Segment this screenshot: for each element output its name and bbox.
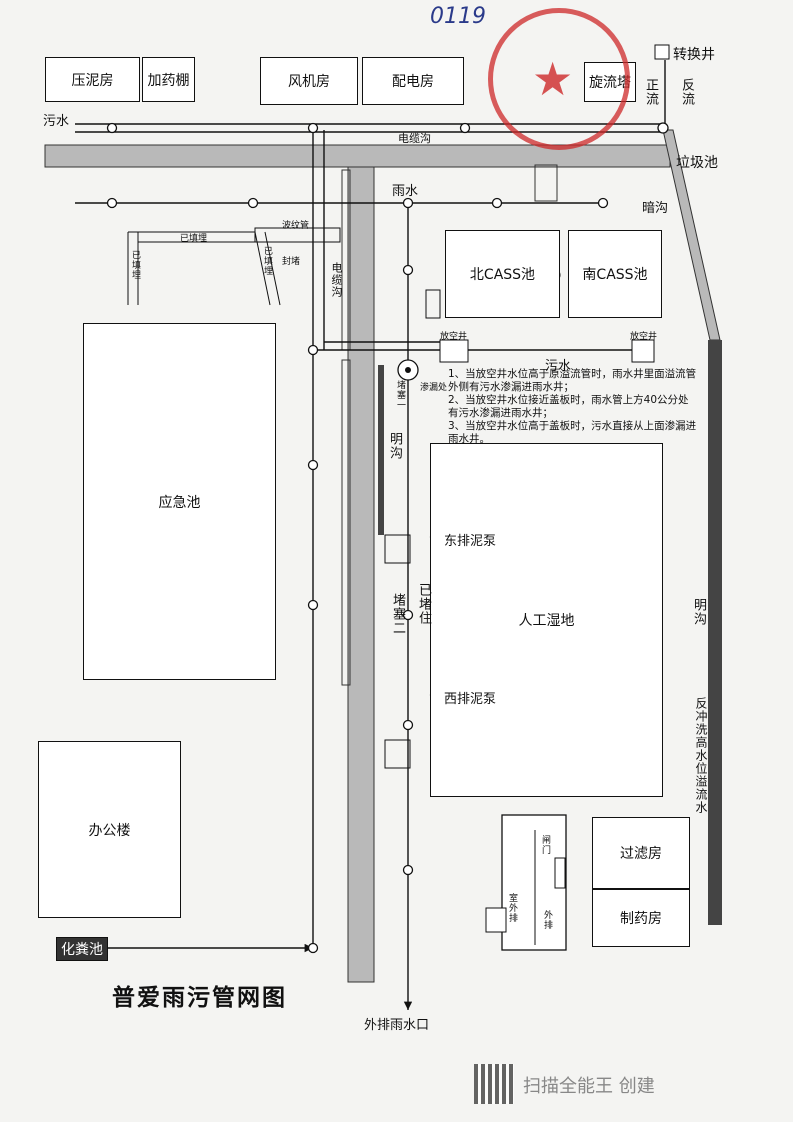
plug-two-label: 堵塞二: [390, 593, 405, 635]
note-item: 3、当放空井水位高于盖板时，污水直接从上面渗漏进雨水井。: [448, 420, 697, 445]
official-seal: [488, 8, 630, 150]
outfall-label: 外排雨水口: [364, 1018, 430, 1033]
cable-trench-horizontal: [44, 144, 671, 168]
filter-room: 过滤房: [592, 817, 690, 889]
cable-trench-vertical: [347, 166, 375, 983]
septic-tank: 化粪池: [56, 937, 108, 961]
ladder-top-right: [534, 164, 558, 202]
dosing-shed: 加药棚: [142, 57, 195, 102]
artificial-wetland: 人工湿地: [430, 443, 663, 797]
leak-notes: 1、当放空井水位高于原溢流管时，雨水井里面溢流管外侧有污水渗漏进雨水井； 2、当…: [448, 368, 698, 446]
note-item: 1、当放空井水位高于原溢流管时，雨水井里面溢流管外侧有污水渗漏进雨水井；: [448, 368, 697, 393]
open-ditch-left-label: 明沟: [387, 432, 402, 460]
right-open-ditch: [708, 340, 722, 925]
diagram-title: 普爱雨污管网图: [112, 985, 287, 1011]
note-item: 2、当放空井水位接近盖板时，雨水管上方40公分处有污水渗漏进雨水井；: [448, 394, 689, 419]
gate-label: 闸门: [540, 835, 550, 855]
south-cass-pool: 南CASS池: [568, 230, 662, 318]
reverse-flow-label: 反流: [679, 78, 694, 106]
sludge-press-room: 压泥房: [45, 57, 140, 102]
open-ditch-right-label: 明沟: [691, 598, 706, 626]
transfer-well-label: 转换井: [673, 47, 715, 63]
vent-well-label-2: 放空井: [630, 332, 658, 342]
cable-trench-label: 电缆沟: [398, 132, 431, 145]
sewage-label-left: 污水: [43, 114, 70, 129]
qr-code-icon: [474, 1064, 514, 1104]
ladder-lower: [341, 359, 351, 686]
scanner-watermark: 扫描全能王 创建: [523, 1076, 655, 1097]
corrugated-pipe-label: 波纹管: [282, 221, 310, 231]
handwritten-note: 0119: [430, 4, 486, 29]
filled-label-3: 已填埋: [262, 246, 272, 276]
north-cass-pool: 北CASS池: [445, 230, 560, 318]
pharmacy-room: 制药房: [592, 889, 690, 947]
blocked-label: 已堵住: [416, 583, 431, 625]
plug-one-label: 堵塞一: [395, 380, 405, 410]
garbage-pool-label: 垃圾池: [676, 155, 718, 171]
outside-drain-label: 外排: [542, 910, 552, 930]
filled-label-2: 已填埋: [130, 250, 140, 280]
blower-room: 风机房: [260, 57, 358, 105]
filled-label-1: 已填埋: [180, 234, 208, 244]
leak-point-label: 渗漏处: [420, 383, 448, 393]
sewage-label-mid: 污水: [545, 359, 572, 374]
forward-flow-label: 正流: [643, 78, 658, 106]
rain-label: 雨水: [392, 184, 419, 199]
east-pump-label: 东排泥泵: [444, 534, 497, 549]
hidden-ditch-label: 暗沟: [642, 201, 669, 216]
seal-label: 封堵: [282, 257, 301, 267]
cable-trench-vertical-label: 电缆沟: [330, 262, 343, 298]
seal-star-icon: ★: [532, 52, 574, 106]
left-open-ditch: [378, 365, 384, 535]
emergency-pool: 应急池: [83, 323, 276, 680]
outside-pump-label: 室外排: [507, 893, 517, 923]
vent-well-label-1: 放空井: [440, 332, 468, 342]
office-building: 办公楼: [38, 741, 181, 918]
backwash-overflow-label: 反冲洗高水位溢流水: [694, 697, 708, 814]
west-pump-label: 西排泥泵: [444, 692, 497, 707]
power-room: 配电房: [362, 57, 464, 105]
